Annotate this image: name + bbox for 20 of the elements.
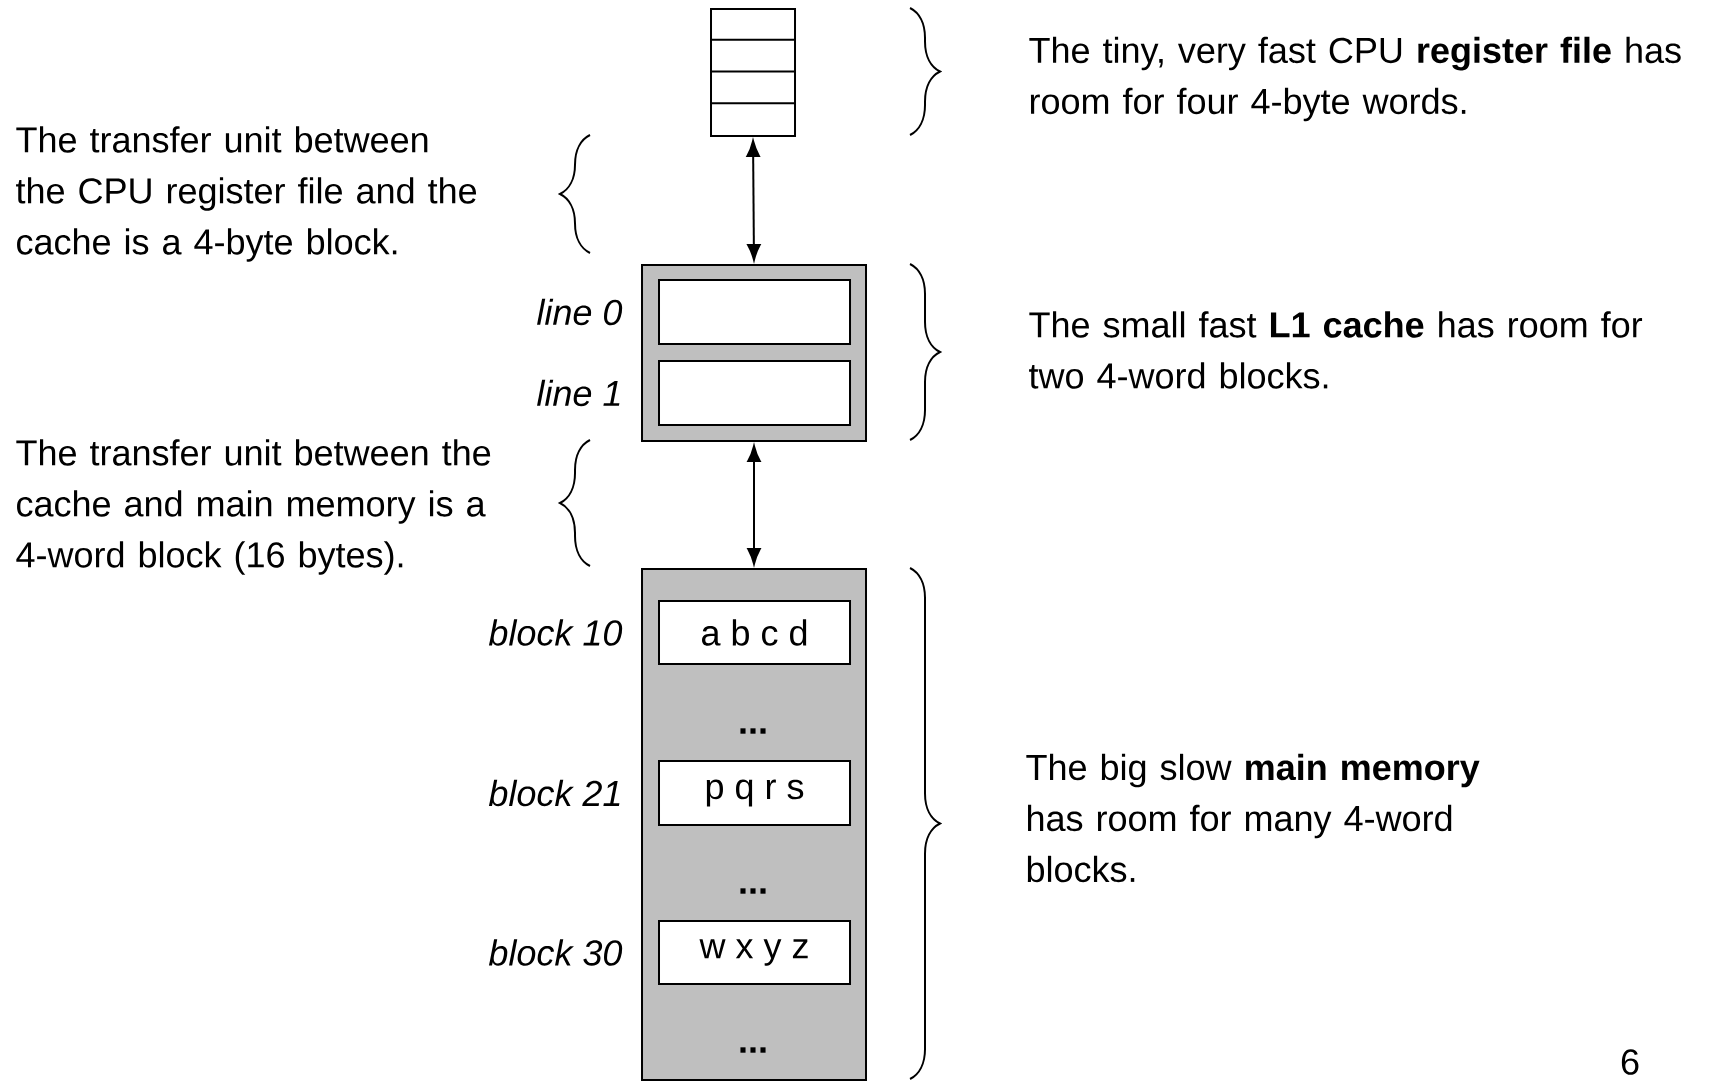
page-number: 6 [1621,1049,1639,1075]
row-label: line 0 [537,298,623,326]
description-text: The transfer unit between the CPU register file and the cache is a 4-byte block. [16,126,477,262]
ellipsis: ... [740,728,766,734]
memory-block-box: p q r s [658,760,851,826]
description-text: The tiny, very fast CPU register file has room for four 4-byte words. [1029,36,1681,122]
memory-block-box: a b c d [658,600,851,665]
ellipsis: ... [740,888,766,894]
description-text: The small fast L1 cache has room for two 4-word blocks. [1029,311,1643,389]
row-label: block 30 [488,939,623,966]
double-arrow [747,445,761,565]
description-text: The big slow main memory has room for many 4-word blocks. [1026,753,1480,883]
description-text: The transfer unit between the cache and main memory is a 4-word block (16 bytes). [16,439,491,575]
double-arrow [746,140,761,261]
register-file-box [709,8,796,137]
ellipsis: ... [740,1047,766,1053]
row-label: line 1 [537,379,620,407]
row-label: block 10 [488,619,623,646]
row-label: block 21 [488,779,620,807]
memory-block-box: w x y z [658,920,851,985]
